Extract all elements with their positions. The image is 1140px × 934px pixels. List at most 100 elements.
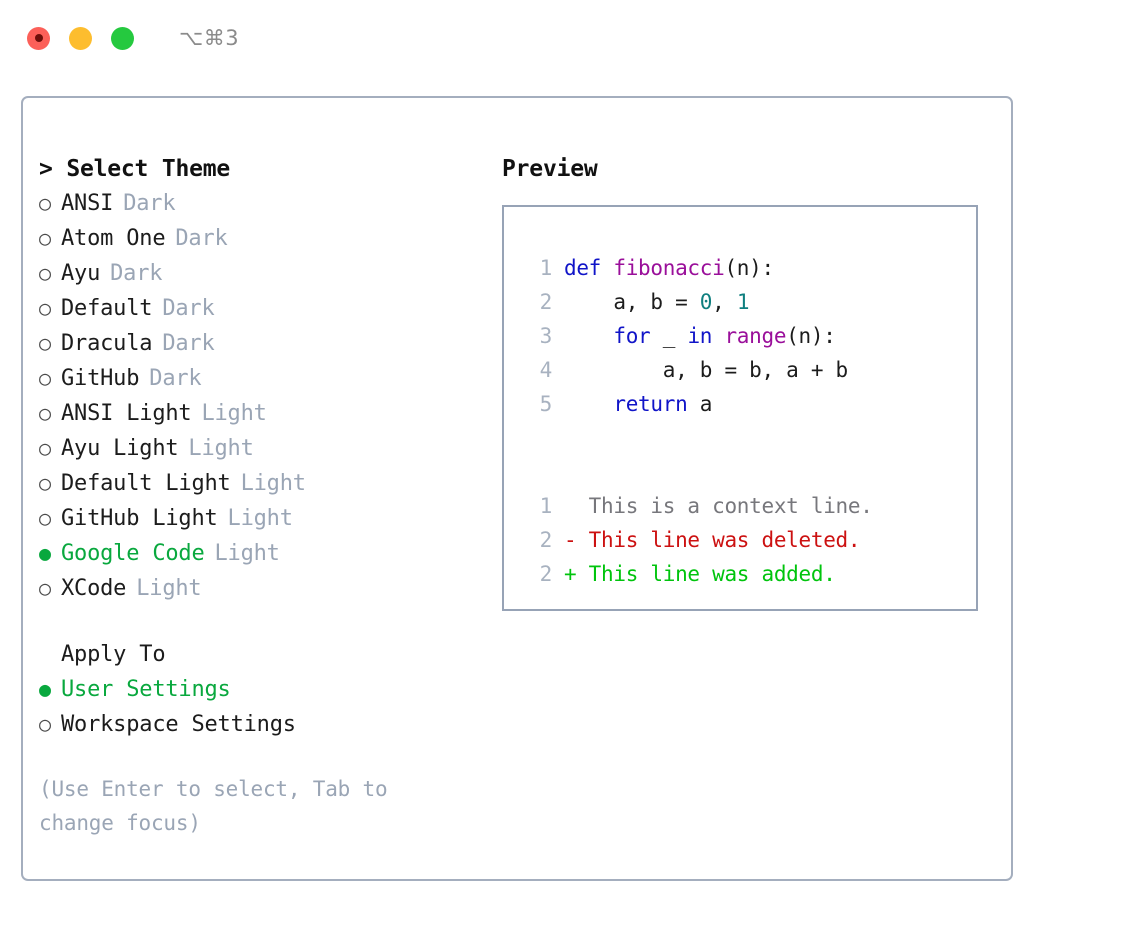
heading-indent-spacer [39, 638, 61, 672]
code-token: (n): [786, 324, 836, 348]
theme-option-label: Ayu [61, 261, 101, 286]
theme-option-ayu-light[interactable]: ○ Ayu Light Light [39, 431, 469, 466]
line-number: 3 [539, 324, 553, 348]
theme-option-ansi-light[interactable]: ○ ANSI Light Light [39, 396, 469, 431]
theme-option-badge: Light [201, 401, 267, 426]
code-sample: 1 def fibonacci(n): 2 a, b = 0, 1 3 for … [522, 251, 976, 421]
apply-to-heading-label: Apply To [61, 642, 166, 667]
theme-option-label: Default Light [61, 471, 231, 496]
code-line: 4 a, b = b, a + b [522, 353, 976, 387]
theme-option-label: Ayu Light [61, 436, 179, 461]
apply-to-heading: Apply To [39, 638, 469, 672]
theme-option-github[interactable]: ○ GitHub Dark [39, 361, 469, 396]
radio-unselected-icon: ○ [39, 712, 51, 736]
theme-option-ansi[interactable]: ○ ANSI Dark [39, 186, 469, 221]
code-token [564, 324, 613, 348]
code-token: a, b = [564, 290, 700, 314]
diff-text: This line was added. [576, 562, 836, 586]
theme-option-github-light[interactable]: ○ GitHub Light Light [39, 501, 469, 536]
code-content: for _ in range(n): [564, 319, 836, 353]
line-number: 4 [539, 358, 553, 382]
theme-option-google-code[interactable]: ● Google Code Light [39, 536, 469, 571]
radio-unselected-icon: ○ [39, 226, 51, 250]
theme-option-list: ○ ANSI Dark ○ Atom One Dark ○ Ayu Dark [39, 186, 469, 606]
diff-sign: + [564, 562, 577, 586]
radio-unselected-icon: ○ [39, 366, 51, 390]
code-line: 1 def fibonacci(n): [522, 251, 976, 285]
theme-option-default-light[interactable]: ○ Default Light Light [39, 466, 469, 501]
code-content: a, b = 0, 1 [564, 285, 749, 319]
theme-option-badge: Light [136, 576, 202, 601]
keyboard-hint-text: (Use Enter to select, Tab to change focu… [39, 777, 388, 835]
preview-title: Preview [502, 156, 598, 182]
minimize-window-button[interactable] [69, 26, 92, 50]
radio-unselected-icon: ○ [39, 471, 51, 495]
code-token: 1 [736, 290, 750, 314]
diff-text: This is a context line. [576, 494, 873, 518]
radio-unselected-icon: ○ [39, 296, 51, 320]
theme-option-badge: Dark [162, 296, 215, 321]
radio-unselected-icon: ○ [39, 401, 51, 425]
code-token: in [687, 324, 713, 348]
code-spacer [522, 421, 976, 455]
apply-to-option-workspace-settings[interactable]: ○ Workspace Settings [39, 707, 469, 742]
theme-picker-heading-label: Select Theme [66, 156, 231, 182]
diff-sign [564, 489, 576, 523]
code-token: 0 [699, 290, 713, 314]
line-number: 1 [539, 256, 553, 280]
theme-option-label: GitHub Light [61, 506, 218, 531]
theme-option-badge: Dark [110, 261, 163, 286]
code-token: range [724, 324, 787, 348]
line-number: 2 [539, 562, 553, 586]
theme-option-dracula[interactable]: ○ Dracula Dark [39, 326, 469, 361]
diff-line-context: 1 This is a context line. [522, 489, 976, 523]
diff-line-added: 2 + This line was added. [522, 557, 976, 591]
code-token: fibonacci [613, 256, 725, 280]
radio-unselected-icon: ○ [39, 506, 51, 530]
code-token: a [687, 392, 713, 416]
diff-sample: 1 This is a context line. 2 - This line … [522, 489, 976, 591]
code-token: (n): [724, 256, 774, 280]
code-token: _ [650, 324, 688, 348]
theme-option-badge: Dark [123, 191, 176, 216]
code-token: a, b = b, a + b [564, 358, 848, 382]
preview-panel: Preview 1 def fibonacci(n): 2 a, b = 0, … [502, 152, 992, 611]
apply-to-group: Apply To ● User Settings ○ Workspace Set… [39, 638, 469, 742]
theme-option-label: GitHub [61, 366, 140, 391]
code-line: 2 a, b = 0, 1 [522, 285, 976, 319]
code-content: def fibonacci(n): [564, 251, 774, 285]
radio-unselected-icon: ○ [39, 191, 51, 215]
theme-picker-panel: > Select Theme ○ ANSI Dark ○ Atom One Da… [39, 152, 469, 840]
theme-option-atom-one[interactable]: ○ Atom One Dark [39, 221, 469, 256]
theme-option-label: Dracula [61, 331, 153, 356]
theme-picker-heading: > Select Theme [39, 152, 469, 186]
theme-option-badge: Light [188, 436, 254, 461]
apply-to-option-label: Workspace Settings [61, 712, 296, 737]
section-divider [39, 606, 469, 638]
line-number: 2 [539, 290, 553, 314]
code-token [564, 392, 613, 416]
theme-option-label: Atom One [61, 226, 166, 251]
theme-option-label: ANSI [61, 191, 114, 216]
radio-selected-icon: ● [39, 541, 51, 565]
code-token: return [613, 392, 688, 416]
theme-option-xcode[interactable]: ○ XCode Light [39, 571, 469, 606]
window-titlebar: ⌥⌘3 [0, 0, 1140, 76]
code-line: 5 return a [522, 387, 976, 421]
prompt-caret-icon: > [39, 156, 53, 182]
code-spacer [522, 455, 976, 489]
theme-option-badge: Light [240, 471, 306, 496]
theme-option-default[interactable]: ○ Default Dark [39, 291, 469, 326]
diff-sign: - [564, 528, 577, 552]
traffic-light-group [27, 26, 134, 50]
diff-line-deleted: 2 - This line was deleted. [522, 523, 976, 557]
main-frame: > Select Theme ○ ANSI Dark ○ Atom One Da… [21, 96, 1013, 881]
theme-option-ayu[interactable]: ○ Ayu Dark [39, 256, 469, 291]
radio-unselected-icon: ○ [39, 436, 51, 460]
theme-option-badge: Dark [149, 366, 202, 391]
apply-to-option-user-settings[interactable]: ● User Settings [39, 672, 469, 707]
code-token: def [564, 256, 614, 280]
close-window-button[interactable] [27, 26, 50, 50]
zoom-window-button[interactable] [111, 26, 134, 50]
